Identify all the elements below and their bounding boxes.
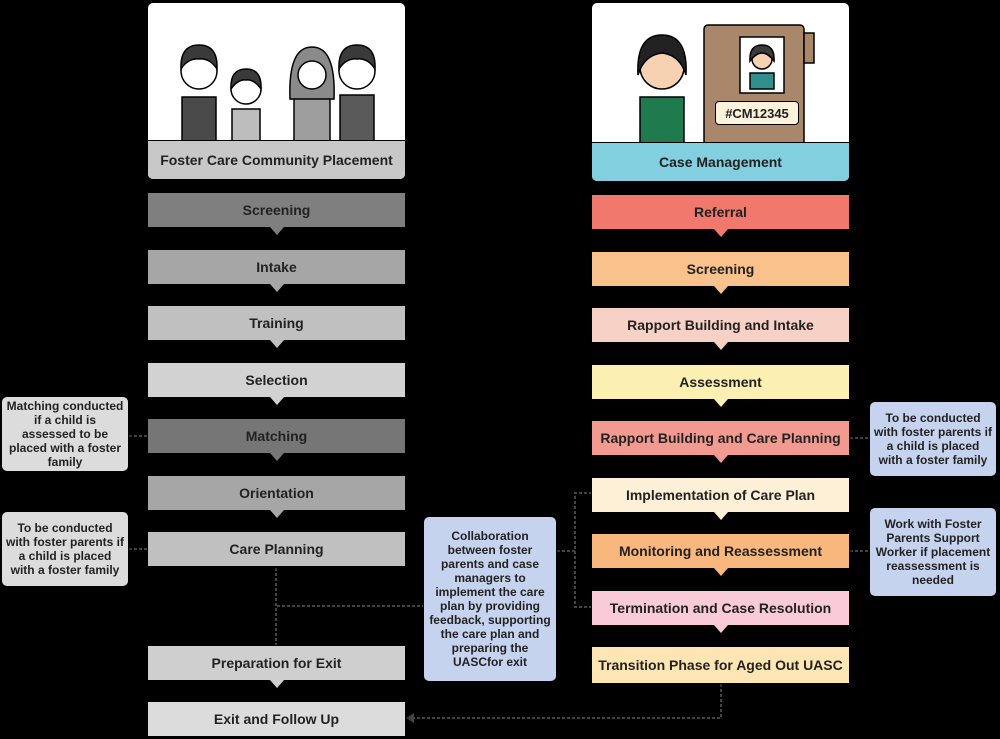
left-step-matching: Matching bbox=[147, 418, 406, 461]
right-header-title: Case Management bbox=[592, 142, 849, 181]
arrowhead-exit bbox=[406, 713, 414, 723]
right-step-implementation: Implementation of Care Plan bbox=[591, 477, 850, 520]
foster-care-card: Foster Care Community Placement bbox=[147, 2, 406, 180]
case-id-badge: #CM12345 bbox=[715, 101, 799, 125]
family-illustration bbox=[180, 44, 376, 143]
note-care-planning-right: To be conducted with foster parents if a… bbox=[869, 401, 997, 477]
right-step-termination: Termination and Case Resolution bbox=[591, 590, 850, 633]
left-step-intake: Intake bbox=[147, 249, 406, 292]
right-step-referral: Referral bbox=[591, 194, 850, 237]
note-care-planning-left: To be conducted with foster parents if a… bbox=[1, 511, 129, 587]
left-step-screening: Screening bbox=[147, 192, 406, 235]
left-step-selection: Selection bbox=[147, 362, 406, 405]
note-reassessment: Work with Foster Parents Support Worker … bbox=[869, 507, 997, 597]
right-step-rapport-care-planning: Rapport Building and Care Planning bbox=[591, 420, 850, 463]
left-step-orientation: Orientation bbox=[147, 475, 406, 518]
left-header-title: Foster Care Community Placement bbox=[148, 140, 405, 179]
connector-bracket bbox=[574, 492, 592, 608]
left-step-preparation-for-exit: Preparation for Exit bbox=[147, 645, 406, 688]
right-step-monitoring: Monitoring and Reassessment bbox=[591, 533, 850, 576]
right-step-screening: Screening bbox=[591, 251, 850, 294]
right-step-assessment: Assessment bbox=[591, 364, 850, 407]
note-collaboration: Collaboration between foster parents and… bbox=[423, 516, 557, 682]
right-step-transition: Transition Phase for Aged Out UASC bbox=[591, 646, 850, 684]
connector-transition-exit bbox=[406, 684, 722, 719]
left-step-exit-and-follow-up: Exit and Follow Up bbox=[147, 701, 406, 737]
right-step-rapport-intake: Rapport Building and Intake bbox=[591, 307, 850, 350]
note-matching: Matching conducted if a child is assesse… bbox=[1, 396, 129, 472]
left-step-care-planning: Care Planning bbox=[147, 531, 406, 567]
case-management-card: #CM12345 Case Management bbox=[591, 2, 850, 182]
left-step-training: Training bbox=[147, 305, 406, 348]
